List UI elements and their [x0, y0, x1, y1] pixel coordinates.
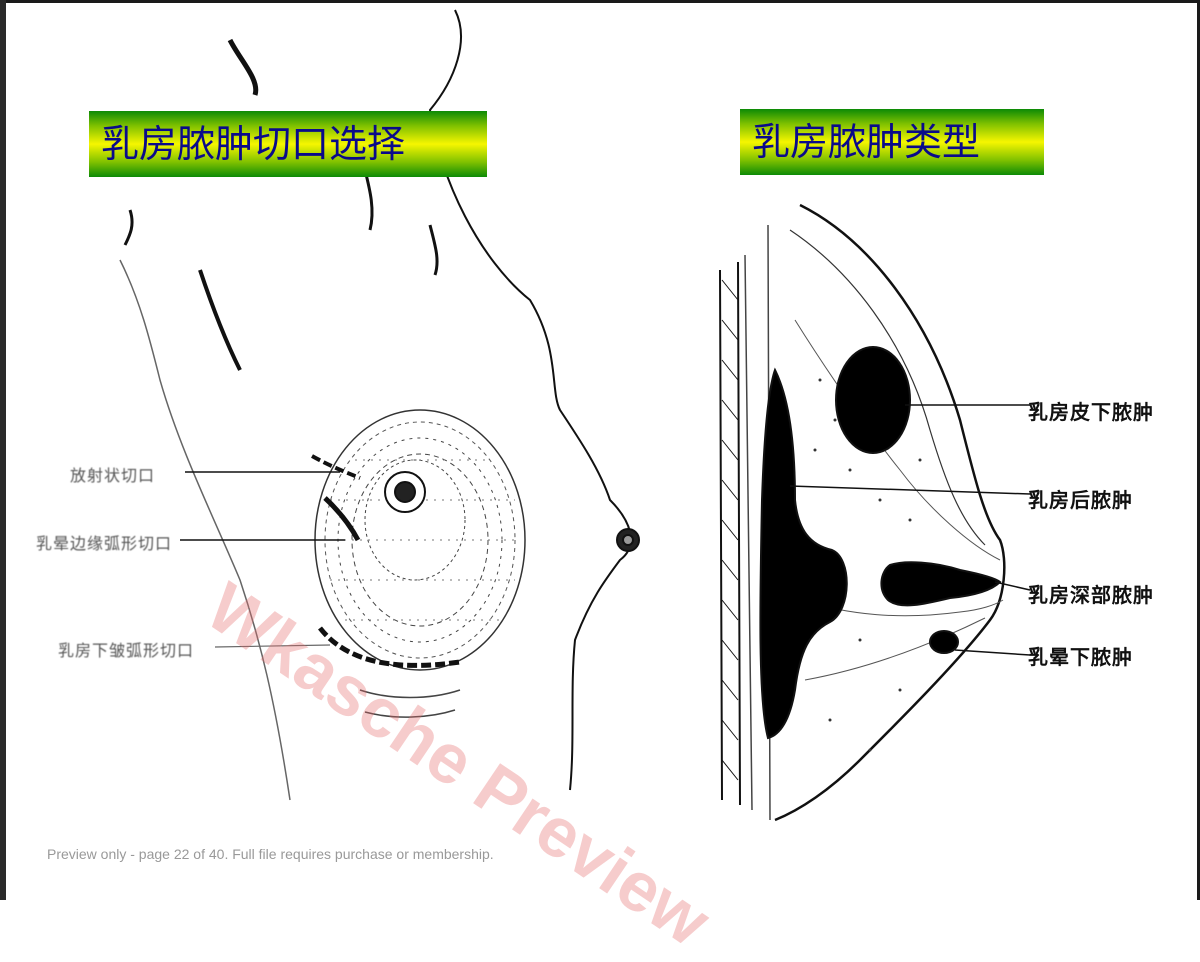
incision-title: 乳房脓肿切口选择: [89, 111, 487, 177]
preview-footer-note: Preview only - page 22 of 40. Full file …: [47, 846, 494, 862]
abscess-label-deep: 乳房深部脓肿: [1028, 583, 1154, 607]
slide-frame-right: [1197, 0, 1200, 900]
abscess-cross-section: [719, 203, 1031, 822]
incision-label-inframammary: 乳房下皱弧形切口: [58, 641, 195, 660]
abscess-label-subareolar: 乳晕下脓肿: [1028, 645, 1133, 669]
incision-label-areolar: 乳晕边缘弧形切口: [36, 534, 173, 553]
abscess-type-title: 乳房脓肿类型: [740, 109, 1044, 175]
abscess-label-retromammary: 乳房后脓肿: [1028, 488, 1133, 512]
slide-frame-top: [0, 0, 1200, 3]
incision-label-radial: 放射状切口: [70, 466, 156, 485]
abscess-label-subcutaneous: 乳房皮下脓肿: [1028, 400, 1154, 424]
slide-frame-left: [0, 0, 6, 900]
